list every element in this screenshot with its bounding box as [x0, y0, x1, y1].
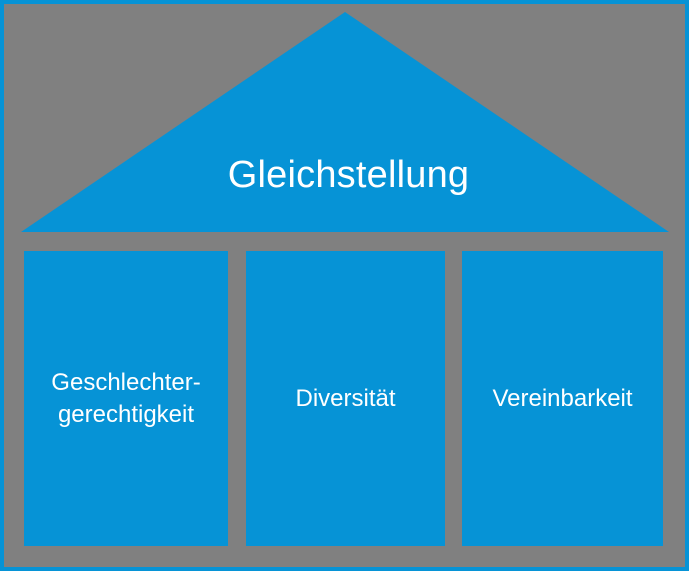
pillar-label: Geschlechter- gerechtigkeit	[51, 368, 201, 428]
roof-shape	[21, 12, 669, 232]
pillar-group: Geschlechter- gerechtigkeit Diversität V…	[24, 251, 663, 546]
pillar-label: Vereinbarkeit	[492, 384, 633, 412]
pillar-diversitaet[interactable]: Diversität	[246, 251, 445, 546]
pillar-geschlechtergerechtigkeit[interactable]: Geschlechter- gerechtigkeit	[24, 251, 228, 546]
pillar-vereinbarkeit[interactable]: Vereinbarkeit	[462, 251, 663, 546]
pillar-label: Diversität	[295, 384, 396, 412]
